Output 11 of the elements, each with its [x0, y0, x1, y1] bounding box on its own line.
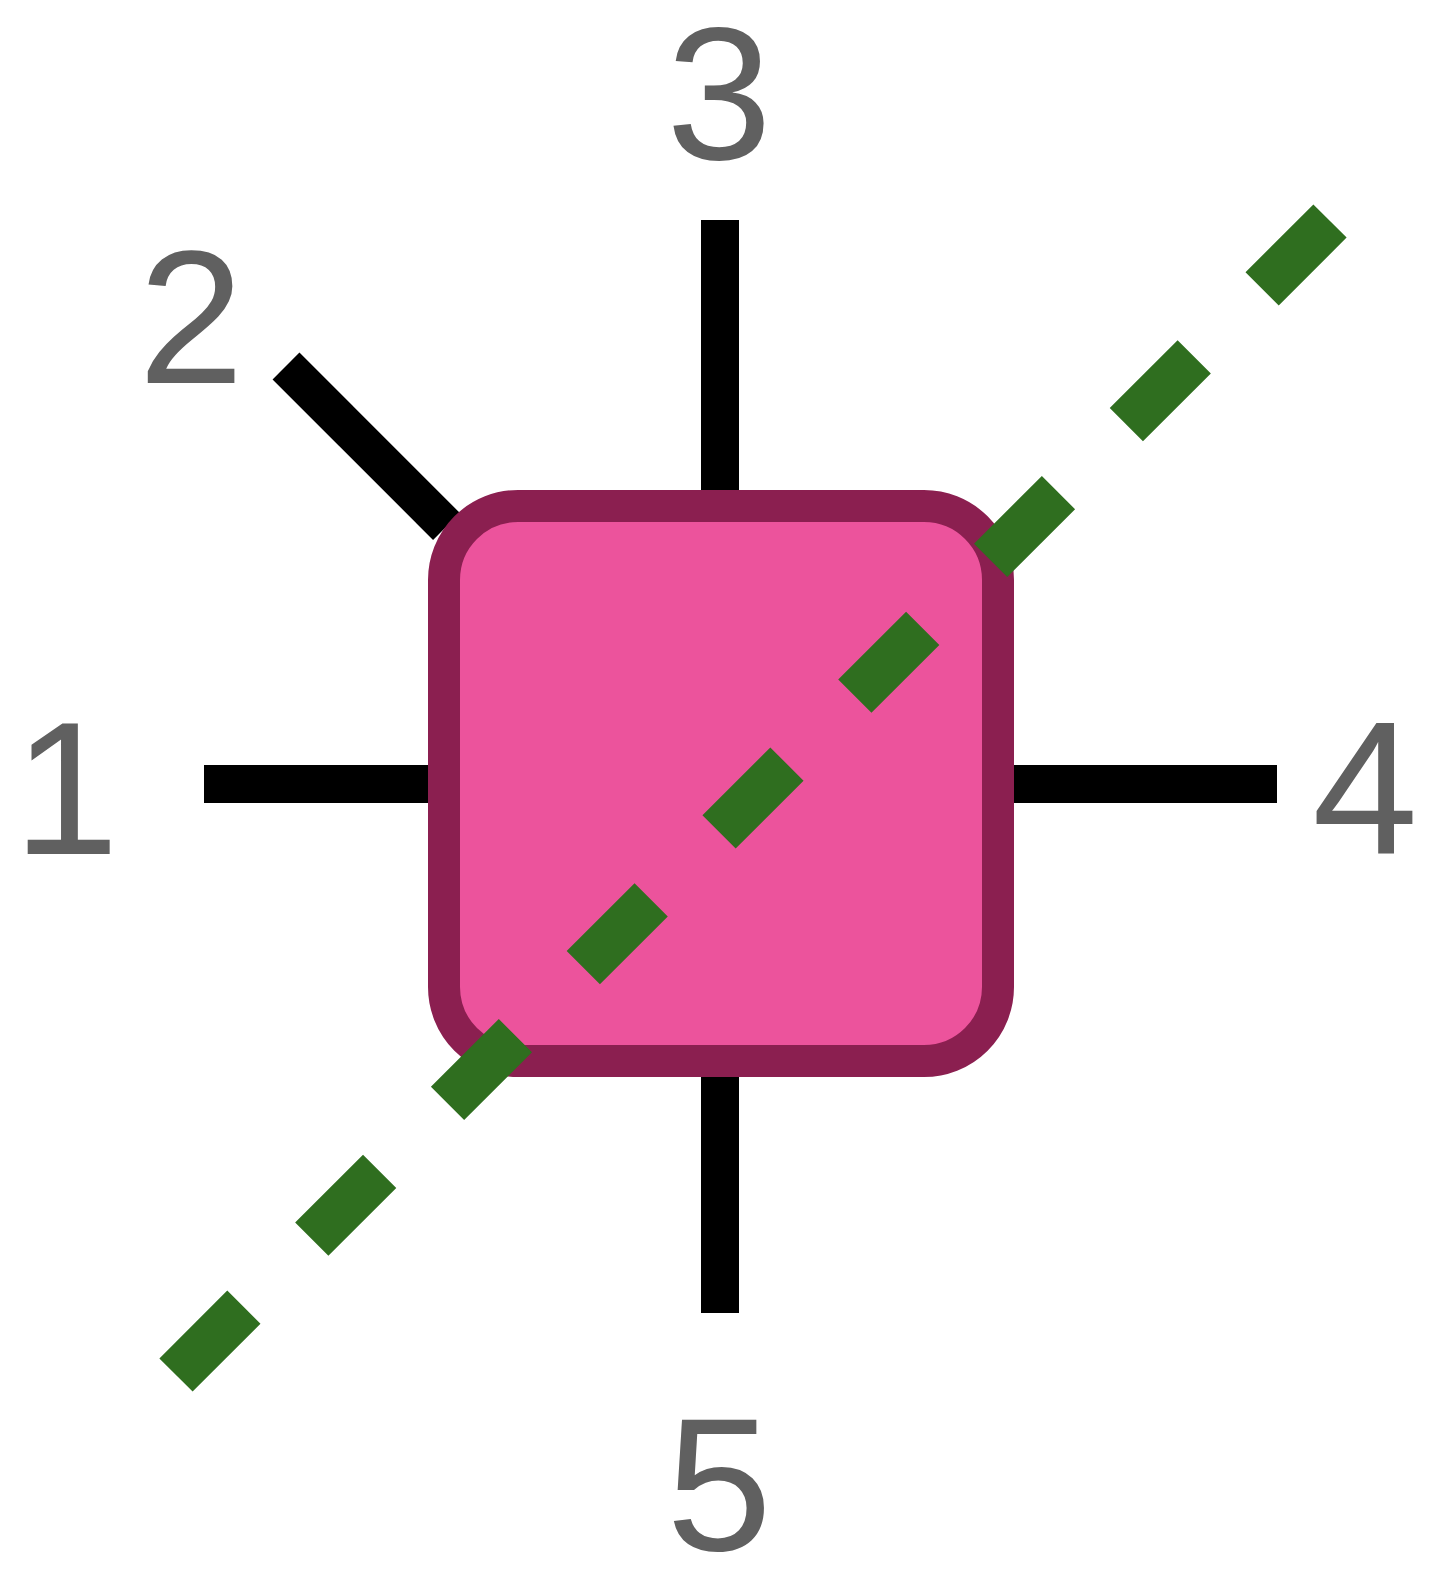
- leader-line: [701, 1077, 739, 1313]
- callout-number: 4: [1312, 693, 1418, 883]
- leader-line: [701, 220, 739, 490]
- callout-number: 5: [666, 1389, 772, 1576]
- callout-number: 2: [138, 222, 244, 412]
- rounded-square: [428, 490, 1014, 1077]
- leader-line: [204, 765, 428, 803]
- callout-number: 1: [13, 693, 119, 883]
- leader-line: [272, 352, 460, 540]
- callout-number: 3: [666, 0, 772, 188]
- leader-line: [1014, 765, 1277, 803]
